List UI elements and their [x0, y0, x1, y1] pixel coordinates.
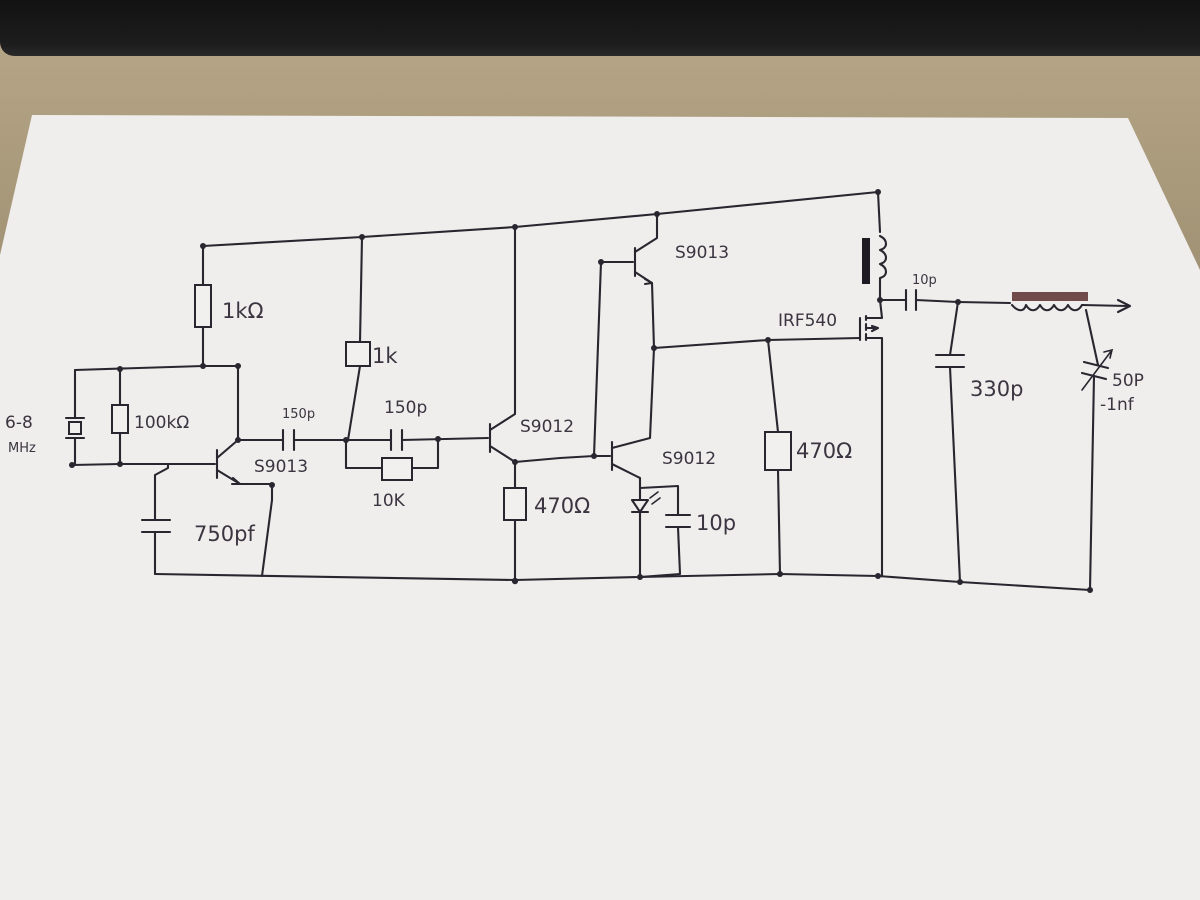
- label-c-var-a: 50P: [1112, 371, 1144, 391]
- resistor-470: [503, 487, 527, 521]
- oscillator-stage: [64, 244, 348, 578]
- resistor-470-gate: [764, 431, 792, 471]
- buffer-stage: [343, 225, 597, 582]
- label-c-10p-out: 10p: [912, 273, 937, 288]
- resistor-1k-left: [194, 284, 212, 328]
- label-r-100k: 100kΩ: [134, 413, 189, 433]
- inductor-core: [862, 238, 870, 284]
- label-mosfet: IRF540: [778, 311, 837, 331]
- resistor-10k: [381, 457, 413, 481]
- label-q1: S9013: [254, 457, 308, 477]
- label-r-470: 470Ω: [534, 494, 590, 518]
- driver-stage: [592, 212, 862, 579]
- label-c-150p-b: 150p: [384, 398, 427, 418]
- resistor-1k-mid: [345, 341, 371, 367]
- label-c-150p-a: 150p: [282, 407, 315, 422]
- label-crystal-freq: 6-8: [5, 413, 33, 433]
- label-c-10p-led: 10p: [696, 511, 736, 535]
- output-stage: [858, 190, 1132, 592]
- label-r-10k: 10K: [372, 491, 406, 511]
- label-r-470-gate: 470Ω: [796, 439, 852, 463]
- keyboard-edge: [0, 0, 1200, 56]
- label-q3: S9013: [675, 243, 729, 263]
- paper-sheet: [0, 115, 1200, 900]
- crystal-body: [68, 421, 82, 435]
- output-coil-marker: [1012, 292, 1088, 301]
- label-r-1k-mid: 1k: [372, 344, 398, 368]
- label-c-var-b: -1nf: [1100, 395, 1135, 415]
- resistor-100k: [111, 404, 129, 434]
- label-crystal-unit: MHz: [8, 441, 36, 456]
- label-q2: S9012: [520, 417, 574, 437]
- label-r-1k-left: 1kΩ: [222, 299, 264, 323]
- label-q4: S9012: [662, 449, 716, 469]
- label-c-750p: 750pf: [194, 522, 255, 546]
- label-c-330p: 330p: [970, 377, 1023, 401]
